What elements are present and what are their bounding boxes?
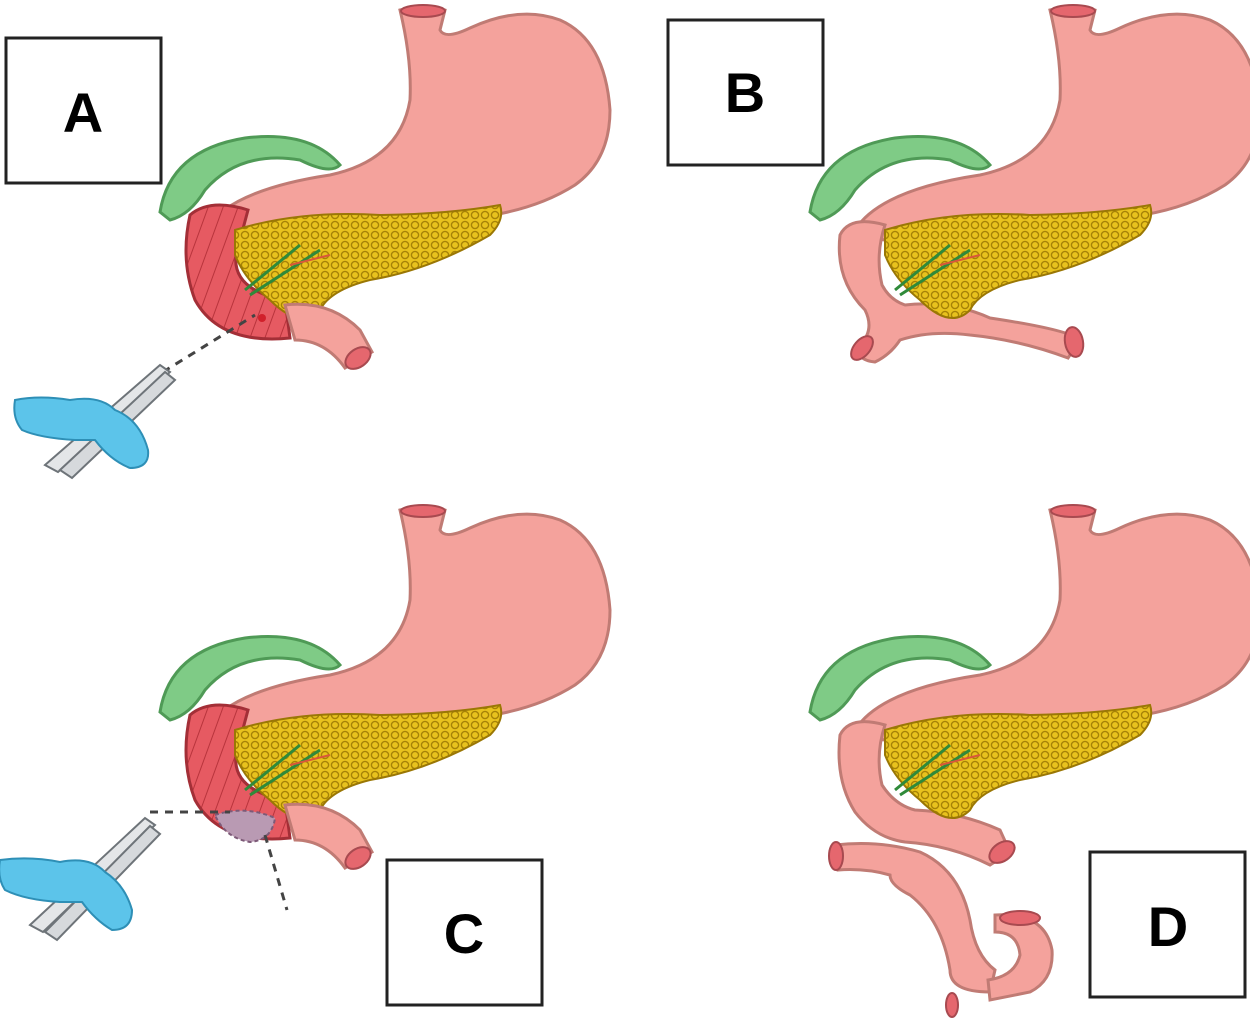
bowel-loop-d — [837, 720, 1012, 867]
resection-area-c — [213, 809, 277, 844]
pancreas-a — [233, 203, 503, 320]
label-b: B — [725, 61, 765, 124]
pancreas-b — [883, 203, 1153, 320]
panel-c: C — [0, 503, 612, 1007]
pancreas-c — [233, 703, 503, 820]
label-box-c — [385, 858, 544, 1007]
label-box-b — [666, 18, 825, 167]
pancreas-d — [883, 703, 1153, 820]
roux-limb-d — [833, 842, 997, 994]
duodenum-a — [184, 203, 292, 341]
panel-d: D — [808, 503, 1250, 1018]
glove-icon-c — [0, 857, 134, 932]
label-box-a — [4, 36, 163, 185]
stomach-c — [203, 503, 612, 742]
roux-limb-end-d — [986, 913, 1054, 1002]
incision-line-c2 — [263, 834, 289, 911]
label-c: C — [444, 902, 484, 965]
panel-b: B — [666, 3, 1250, 364]
label-box-d — [1088, 850, 1247, 999]
label-d: D — [1148, 895, 1188, 958]
duodenum-c — [184, 703, 292, 841]
glove-icon-a — [13, 396, 150, 470]
panel-a: A — [4, 3, 612, 480]
stomach-d — [853, 503, 1250, 742]
label-a: A — [63, 81, 103, 144]
stomach-a — [203, 3, 612, 242]
stomach-b — [853, 3, 1250, 242]
